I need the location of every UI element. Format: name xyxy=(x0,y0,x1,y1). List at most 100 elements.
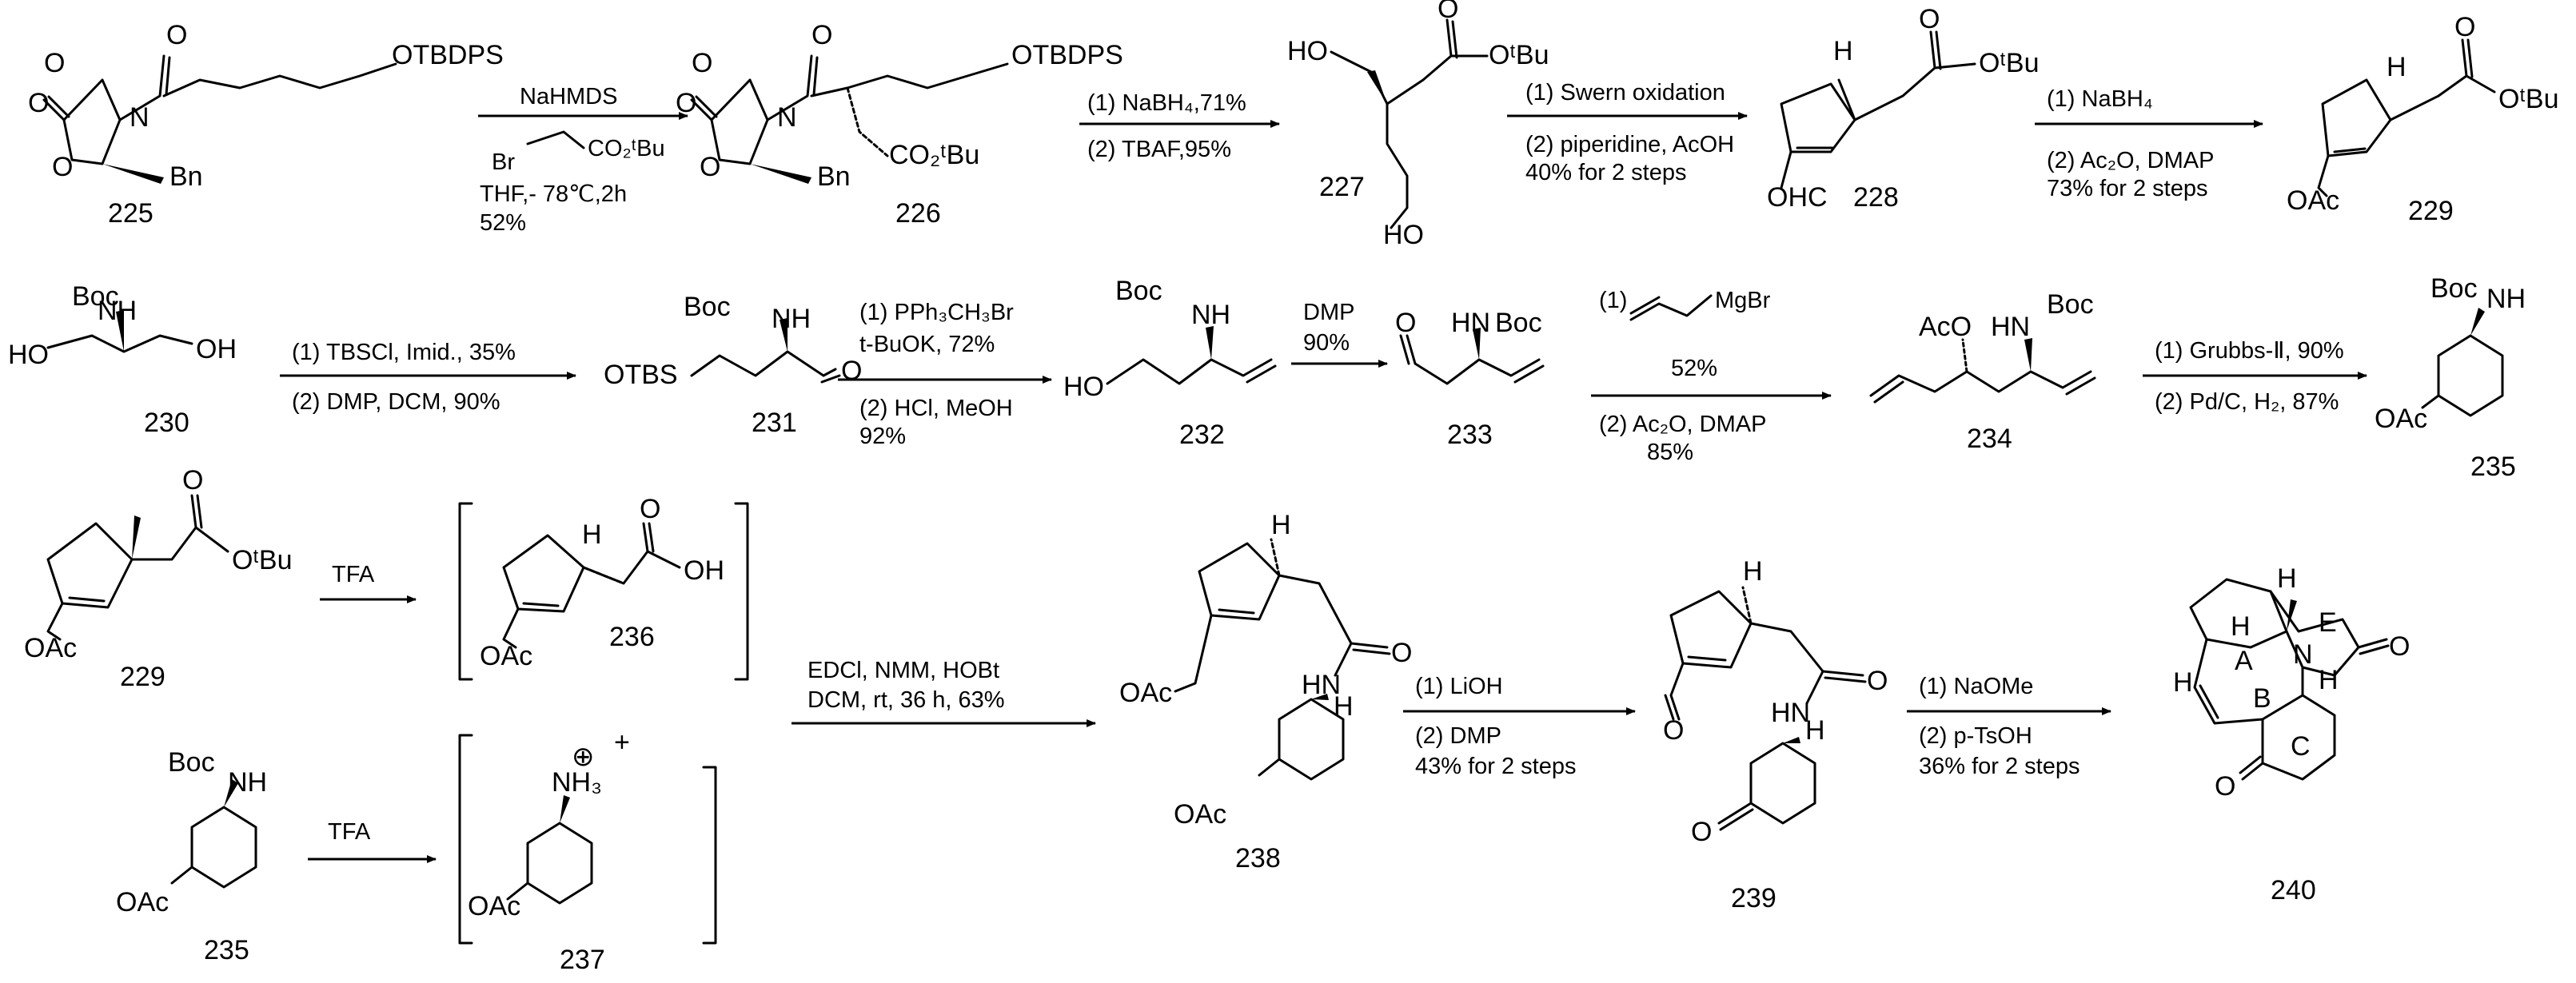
atom-label: H xyxy=(1805,715,1825,746)
compound-number: 232 xyxy=(1179,420,1225,450)
atom-label: + xyxy=(614,727,630,758)
atom-label: OTBS xyxy=(604,360,678,390)
compound-234: AcO HN Boc 234 xyxy=(1869,289,2096,454)
compound-227: HO OᵗBu O HO 227 xyxy=(1287,0,1549,250)
compound-number: 239 xyxy=(1731,883,1776,913)
atom-label: O xyxy=(676,88,696,118)
atom-label: OHC xyxy=(1767,182,1828,213)
atom-label: O xyxy=(2454,12,2475,42)
atom-label: H xyxy=(1271,510,1291,540)
ring-label: A xyxy=(2235,646,2253,676)
reaction-condition: TFA xyxy=(328,819,371,845)
atom-label: NH xyxy=(98,296,137,326)
atom-label: NH xyxy=(2486,284,2526,314)
atom-label: OAc xyxy=(2287,185,2339,216)
atom-label: AcO xyxy=(1919,312,1972,342)
atom-label: Boc xyxy=(168,747,215,778)
compound-232: Boc NH HO 232 xyxy=(1063,276,1277,450)
atom-label: O xyxy=(692,48,712,78)
atom-label: Boc xyxy=(1495,308,1542,338)
atom-label: N xyxy=(2293,639,2313,670)
compound-237: NH₃ ⊕ + OAc 237 xyxy=(458,727,717,975)
atom-label: H xyxy=(1334,691,1354,722)
atom-label: O xyxy=(1691,817,1712,847)
atom-label: HN xyxy=(1302,670,1341,700)
reaction-condition: (1) Grubbs-Ⅱ, 90% xyxy=(2155,338,2344,364)
atom-label: OAc xyxy=(468,891,520,921)
atom-label: O xyxy=(166,20,187,50)
compound-226: O O N O Bn O OTBDPS CO₂ᵗBu 226 xyxy=(676,20,1123,229)
atom-label: O xyxy=(1391,638,1412,668)
compound-240: H H H H O N O A B C E 240 xyxy=(2173,563,2410,905)
atom-label: Bn xyxy=(817,161,851,192)
atom-label: HN xyxy=(1451,308,1490,338)
atom-label: HO xyxy=(8,340,49,370)
ring-label: B xyxy=(2253,683,2271,714)
reaction-arrow-3: (1) Swern oxidation (2) piperidine, AcOH… xyxy=(1507,80,1748,185)
atom-label: NH xyxy=(1191,300,1230,330)
reaction-arrow-5: (1) TBSCl, Imid., 35% (2) DMP, DCM, 90% xyxy=(280,340,576,415)
atom-label: CO₂ᵗBu xyxy=(889,140,979,170)
compound-number: 226 xyxy=(895,198,941,229)
reaction-arrow-13: (1) LiOH (2) DMP 43% for 2 steps xyxy=(1403,674,1636,779)
compound-229: H OᵗBu O OAc 229 xyxy=(2287,12,2559,226)
atom-label: ⊕ xyxy=(572,742,595,772)
reaction-arrow-7: DMP 90% xyxy=(1291,300,1388,368)
atom-label: HO xyxy=(1063,372,1104,402)
reaction-condition: 52% xyxy=(480,210,526,236)
compound-number: 230 xyxy=(144,408,189,438)
reaction-condition: (2) piperidine, AcOH xyxy=(1525,132,1734,157)
compound-231: Boc NH OTBS O 231 xyxy=(604,292,862,438)
reaction-condition: MgBr xyxy=(1715,288,1771,313)
compound-233: O HN Boc 233 xyxy=(1395,308,1545,450)
reaction-condition: 92% xyxy=(859,424,906,449)
compound-number: 225 xyxy=(108,198,154,229)
compound-229-repeat: O OᵗBu OAc 229 xyxy=(24,465,293,692)
reaction-arrow-14: (1) NaOMe (2) p-TsOH 36% for 2 steps xyxy=(1907,674,2111,779)
atom-label: O xyxy=(640,494,660,524)
reaction-condition: NaHMDS xyxy=(520,84,617,109)
atom-label: O xyxy=(182,465,203,495)
atom-label: H xyxy=(1833,36,1853,66)
reaction-condition: 43% for 2 steps xyxy=(1415,754,1577,779)
reaction-condition: DCM, rt, 36 h, 63% xyxy=(807,687,1005,713)
atom-label: Bn xyxy=(169,161,203,192)
atom-label: HN xyxy=(1991,312,2030,342)
reaction-condition: THF,- 78℃,2h xyxy=(480,181,627,207)
compound-number: 229 xyxy=(2408,196,2454,226)
atom-label: NH xyxy=(228,767,267,798)
atom-label: O xyxy=(1919,4,1940,34)
compound-number: 233 xyxy=(1447,420,1493,450)
atom-label: HN xyxy=(1771,698,1810,728)
atom-label: H xyxy=(1743,556,1763,587)
atom-label: O xyxy=(52,152,73,182)
compound-number: 234 xyxy=(1967,424,2012,454)
atom-label: Boc xyxy=(684,292,731,322)
atom-label: OH xyxy=(196,334,237,364)
atom-label: N xyxy=(777,102,797,133)
reaction-arrow-6: (1) PPh₃CH₃Br t-BuOK, 72% (2) HCl, MeOH … xyxy=(838,300,1052,449)
atom-label: OᵗBu xyxy=(232,545,293,575)
reaction-arrow-8: (1) MgBr 52% (2) Ac₂O, DMAP 85% xyxy=(1591,288,1832,465)
atom-label: Boc xyxy=(2047,289,2094,320)
atom-label: OAc xyxy=(1174,799,1226,830)
atom-label: OAc xyxy=(24,633,77,663)
atom-label: N xyxy=(130,102,150,133)
atom-label: O xyxy=(1395,308,1416,338)
reaction-arrow-11: TFA xyxy=(308,819,437,863)
atom-label: O xyxy=(2215,771,2235,802)
atom-label: HO xyxy=(1383,220,1424,250)
atom-label: HO xyxy=(1287,36,1328,66)
reaction-condition: t-BuOK, 72% xyxy=(859,332,995,357)
reaction-condition: (1) LiOH xyxy=(1415,674,1503,699)
compound-239: H O O HN H O 239 xyxy=(1663,556,1888,913)
reaction-condition: (1) NaOMe xyxy=(1919,674,2033,699)
compound-238: H O HN H OAc OAc 238 xyxy=(1119,510,1412,874)
reaction-condition: CO₂ᵗBu xyxy=(588,136,665,161)
atom-label: O xyxy=(841,356,862,386)
atom-label: OTBDPS xyxy=(392,40,504,70)
reaction-condition: TFA xyxy=(332,562,375,587)
reaction-condition: (2) Pd/C, H₂, 87% xyxy=(2155,389,2339,415)
compound-number: 240 xyxy=(2271,875,2316,905)
reaction-condition: 36% for 2 steps xyxy=(1919,754,2080,779)
